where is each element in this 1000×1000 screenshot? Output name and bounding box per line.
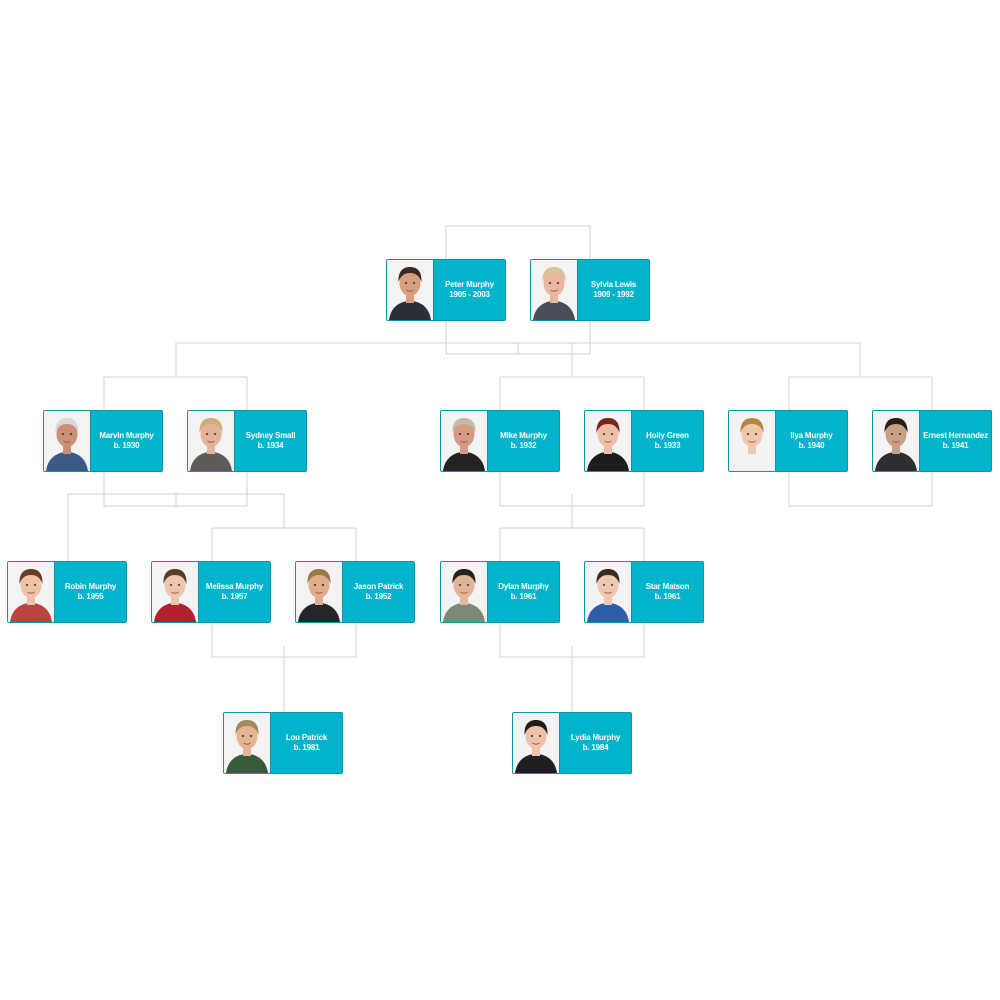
person-name: Marvin Murphy [99, 431, 153, 441]
person-name: Mike Murphy [500, 431, 547, 441]
connector [104, 377, 247, 410]
portrait-icon [585, 562, 631, 622]
portrait-icon [531, 260, 577, 320]
person-photo [188, 411, 235, 471]
portrait-icon [585, 411, 631, 471]
portrait-icon [873, 411, 919, 471]
portrait-icon [387, 260, 433, 320]
person-name: Dylan Murphy [498, 582, 549, 592]
person-name: Robin Murphy [65, 582, 116, 592]
person-photo [873, 411, 920, 471]
connector [500, 377, 644, 410]
person-dates: b. 1933 [655, 441, 681, 451]
person-dates: b. 1955 [78, 592, 104, 602]
person-photo [729, 411, 776, 471]
person-dates: b. 1961 [511, 592, 537, 602]
person-name: Melissa Murphy [206, 582, 263, 592]
person-photo [531, 260, 578, 320]
person-photo [585, 562, 632, 622]
person-dates: b. 1981 [294, 743, 320, 753]
portrait-icon [729, 411, 775, 471]
person-dates: b. 1941 [943, 441, 969, 451]
person-photo [585, 411, 632, 471]
person-photo [224, 713, 271, 773]
connector [789, 472, 932, 506]
person-info: Dylan Murphyb. 1961 [488, 562, 559, 622]
person-dates: b. 1961 [655, 592, 681, 602]
person-dates: b. 1940 [799, 441, 825, 451]
person-name: Ilya Murphy [790, 431, 832, 441]
portrait-icon [441, 411, 487, 471]
person-photo [152, 562, 199, 622]
portrait-icon [296, 562, 342, 622]
person-photo [513, 713, 560, 773]
connector [789, 377, 932, 410]
person-name: Jason Patrick [354, 582, 403, 592]
portrait-icon [513, 713, 559, 773]
person-dates: b. 1932 [511, 441, 537, 451]
connector [446, 226, 590, 260]
person-name: Star Matson [646, 582, 690, 592]
person-dates: 1909 - 1992 [593, 290, 634, 300]
person-name: Sydney Small [246, 431, 296, 441]
portrait-icon [224, 713, 270, 773]
connector [500, 528, 644, 562]
portrait-icon [188, 411, 234, 471]
person-name: Ernest Hernandez [923, 431, 988, 441]
person-dates: 1905 - 2003 [449, 290, 490, 300]
person-dates: b. 1952 [366, 592, 392, 602]
person-name: Lou Patrick [286, 733, 327, 743]
person-photo [387, 260, 434, 320]
person-dates: b. 1984 [583, 743, 609, 753]
portrait-icon [44, 411, 90, 471]
person-photo [441, 411, 488, 471]
person-photo [296, 562, 343, 622]
portrait-icon [152, 562, 198, 622]
person-name: Lydia Murphy [571, 733, 620, 743]
person-photo [441, 562, 488, 622]
portrait-icon [441, 562, 487, 622]
person-name: Holly Green [646, 431, 689, 441]
connector [212, 528, 356, 562]
person-dates: b. 1957 [222, 592, 248, 602]
person-dates: b. 1930 [114, 441, 140, 451]
person-name: Peter Murphy [445, 280, 494, 290]
person-photo [44, 411, 91, 471]
person-photo [8, 562, 55, 622]
portrait-icon [8, 562, 54, 622]
person-dates: b. 1934 [258, 441, 284, 451]
person-name: Sylvia Lewis [591, 280, 636, 290]
